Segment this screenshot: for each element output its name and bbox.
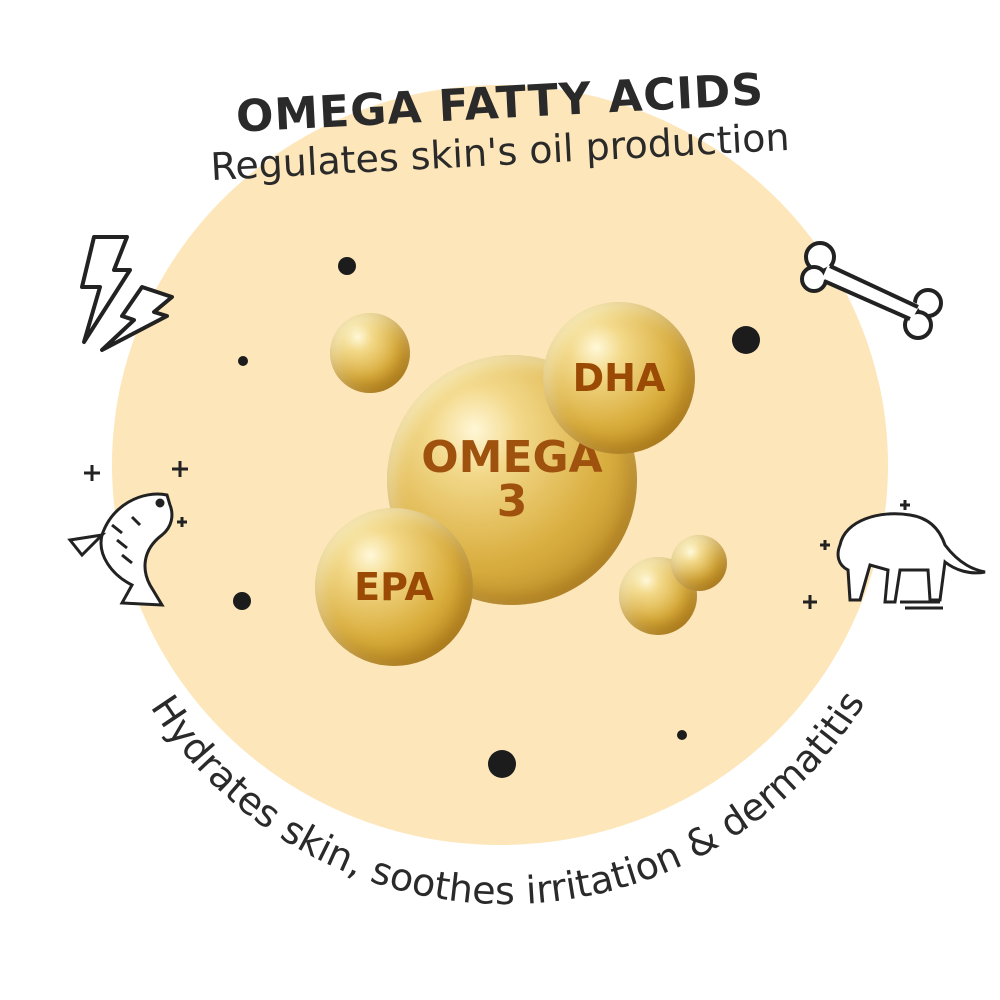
bone-icon xyxy=(800,241,943,340)
omega-number: 3 xyxy=(496,476,528,527)
epa-label: EPA xyxy=(354,565,434,609)
dha-label: DHA xyxy=(572,356,666,400)
epa-bubble: EPA xyxy=(315,508,473,666)
small-bubble xyxy=(330,313,410,393)
dot xyxy=(488,750,516,778)
omega-label: OMEGA xyxy=(421,432,603,483)
dot xyxy=(338,257,356,275)
dot xyxy=(677,730,687,740)
small-bubble xyxy=(671,535,727,591)
dot xyxy=(238,356,248,366)
caption-text: Hydrates skin, soothes irritation & derm… xyxy=(142,683,873,913)
dog-icon xyxy=(803,500,986,610)
svg-text:Hydrates skin, soothes irritat: Hydrates skin, soothes irritation & derm… xyxy=(142,683,873,913)
fish-icon xyxy=(67,461,188,607)
dha-bubble: DHA xyxy=(543,302,695,454)
dot xyxy=(233,592,251,610)
lightning-icon xyxy=(80,235,174,352)
dot xyxy=(732,326,760,354)
